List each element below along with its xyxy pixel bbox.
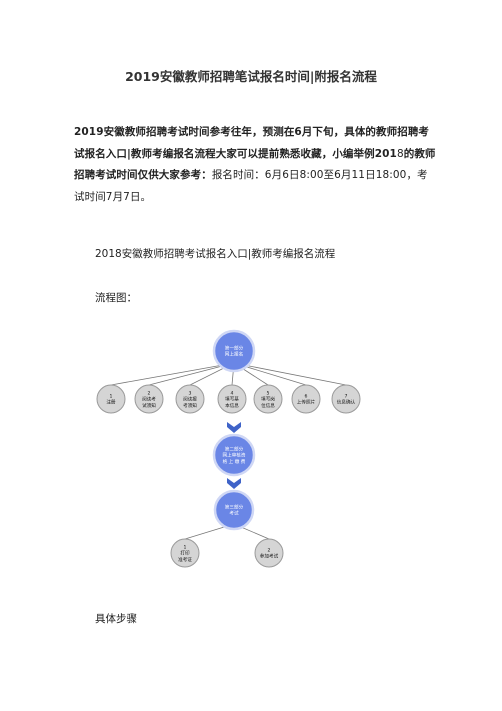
step-node <box>175 384 205 414</box>
step-label: 填写基 <box>225 396 239 403</box>
down-arrow-icon <box>227 422 241 433</box>
step-label: 上传照片 <box>297 399 316 406</box>
step-label: 试须知 <box>142 402 156 409</box>
intro-dates: 报名时间：6月6日8:00至6月11日18:00，考试时间7月7日。 <box>74 169 428 203</box>
intro-paragraph: 2019安徽教师招聘考试时间参考往年，预测在6月下旬，具体的教师招聘考试报名入口… <box>74 122 438 208</box>
stage2-label: 网上审核资 <box>223 452 246 459</box>
final-step-label: 打印 <box>180 550 190 557</box>
step-node <box>217 384 247 414</box>
final-step-node <box>254 538 284 568</box>
step-label: 本信息 <box>225 402 239 409</box>
section-heading: 2018安徽教师招聘考试报名入口|教师考编报名流程 <box>95 248 336 260</box>
page-title: 2019安徽教师招聘笔试报名时间|附报名流程 <box>125 69 377 84</box>
step-node <box>96 384 126 414</box>
steps-label: 具体步骤 <box>95 613 137 625</box>
flowchart-label: 流程图： <box>95 292 137 304</box>
final-step-label: 参加考试 <box>260 553 279 560</box>
stage1-label: 网上报名 <box>225 351 243 358</box>
connector-line <box>110 362 235 386</box>
step-node <box>253 384 283 414</box>
step-label: 3 <box>189 390 192 396</box>
step-label: 4 <box>231 390 234 396</box>
step-label: 2 <box>148 390 151 396</box>
intro-bold-2: 的教师招聘考试时间仅供大家参考： <box>74 147 436 182</box>
stage2-label: 格 上 缴 费 <box>223 458 246 465</box>
final-step-label: 准考证 <box>178 556 192 563</box>
step-label: 6 <box>305 394 308 400</box>
intro-bold: 2019安徽教师招聘考试时间参考往年，预测在6月下旬，具体的教师招聘考试报名入口… <box>74 126 430 160</box>
final-step-label: 1 <box>184 544 187 550</box>
down-arrow-icon <box>227 478 241 489</box>
stage3-label: 考试 <box>229 510 239 517</box>
intro-year-digit: 8 <box>396 147 404 160</box>
step-node <box>291 384 321 414</box>
stage1-label: 第一部分 <box>225 345 244 352</box>
step-label: 1 <box>110 394 113 400</box>
step-label: 阅读考 <box>142 396 156 403</box>
step-label: 7 <box>345 394 348 400</box>
step-label: 考须知 <box>183 402 197 409</box>
stage2-node <box>212 433 256 477</box>
step-label: 位信息 <box>261 402 275 409</box>
step-label: 填写岗 <box>261 396 275 403</box>
step-label: 注册 <box>106 399 116 406</box>
stage3-label: 第三部分 <box>225 504 244 511</box>
stage2-label: 第二部分 <box>225 445 244 452</box>
step-label: 5 <box>267 390 270 396</box>
step-label: 信息确认 <box>337 399 356 406</box>
step-node <box>134 384 164 414</box>
step-node <box>331 384 361 414</box>
connector-line <box>233 362 347 386</box>
final-step-node <box>170 538 200 568</box>
step-label: 阅读报 <box>183 396 197 403</box>
stage3-node <box>213 489 255 531</box>
final-step-label: 2 <box>268 548 271 554</box>
stage1-node <box>212 329 256 373</box>
